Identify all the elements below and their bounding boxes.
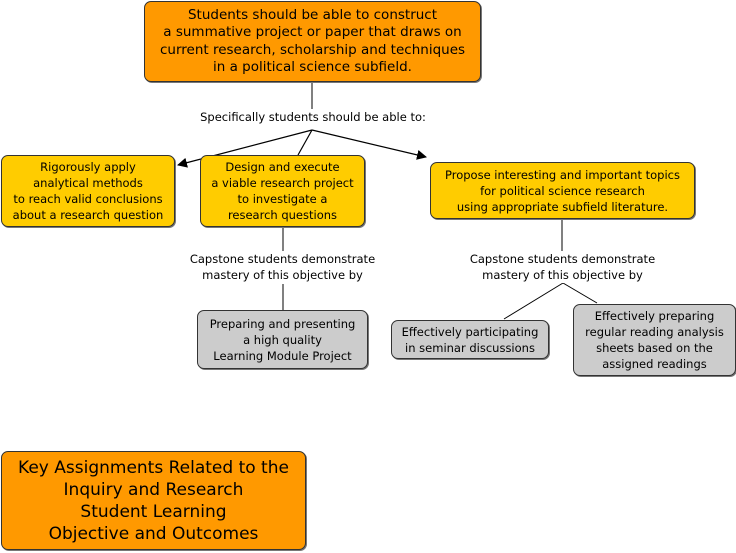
- assignment-node-seminar: Effectively participating in seminar dis…: [391, 320, 549, 359]
- goal-node: Students should be able to construct a s…: [144, 1, 481, 82]
- objective-node-design: Design and execute a viable research pro…: [200, 155, 365, 227]
- objective-node-analytical: Rigorously apply analytical methods to r…: [1, 155, 175, 227]
- link-label-capstone-right: Capstone students demonstrate mastery of…: [460, 251, 665, 283]
- link-label-specifically: Specifically students should be able to:: [188, 109, 438, 125]
- link-specifically-to-propose: [311, 129, 427, 160]
- key-title-node: Key Assignments Related to the Inquiry a…: [1, 451, 306, 550]
- link-specifically-to-design: [297, 129, 313, 156]
- objective-node-propose: Propose interesting and important topics…: [430, 162, 695, 219]
- link-capstone-to-seminar: [503, 282, 564, 320]
- assignment-node-learning-module: Preparing and presenting a high quality …: [197, 310, 368, 369]
- assignment-node-reading-sheets: Effectively preparing regular reading an…: [573, 304, 736, 376]
- link-capstone-to-reading-sheets: [562, 282, 598, 304]
- link-label-capstone-left: Capstone students demonstrate mastery of…: [180, 251, 385, 283]
